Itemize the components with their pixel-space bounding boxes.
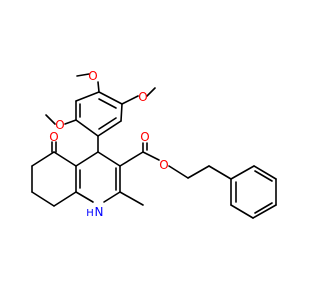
structure-svg: O O O O O O N H — [31, 69, 277, 219]
oxygen-label-ketone: O — [49, 130, 58, 144]
oxygen-label-ester: O — [159, 158, 168, 172]
nitrogen-label: N — [95, 205, 104, 219]
nitrogen-hydrogen-label: H — [86, 208, 94, 219]
oxygen-label-ester-carbonyl: O — [140, 130, 149, 144]
bond-lines — [31, 73, 277, 219]
oxygen-label-mid: O — [138, 90, 147, 104]
oxygen-label-left: O — [55, 118, 64, 132]
molecule-diagram: O O O O O O N H — [31, 69, 277, 219]
oxygen-label-top: O — [88, 69, 97, 83]
